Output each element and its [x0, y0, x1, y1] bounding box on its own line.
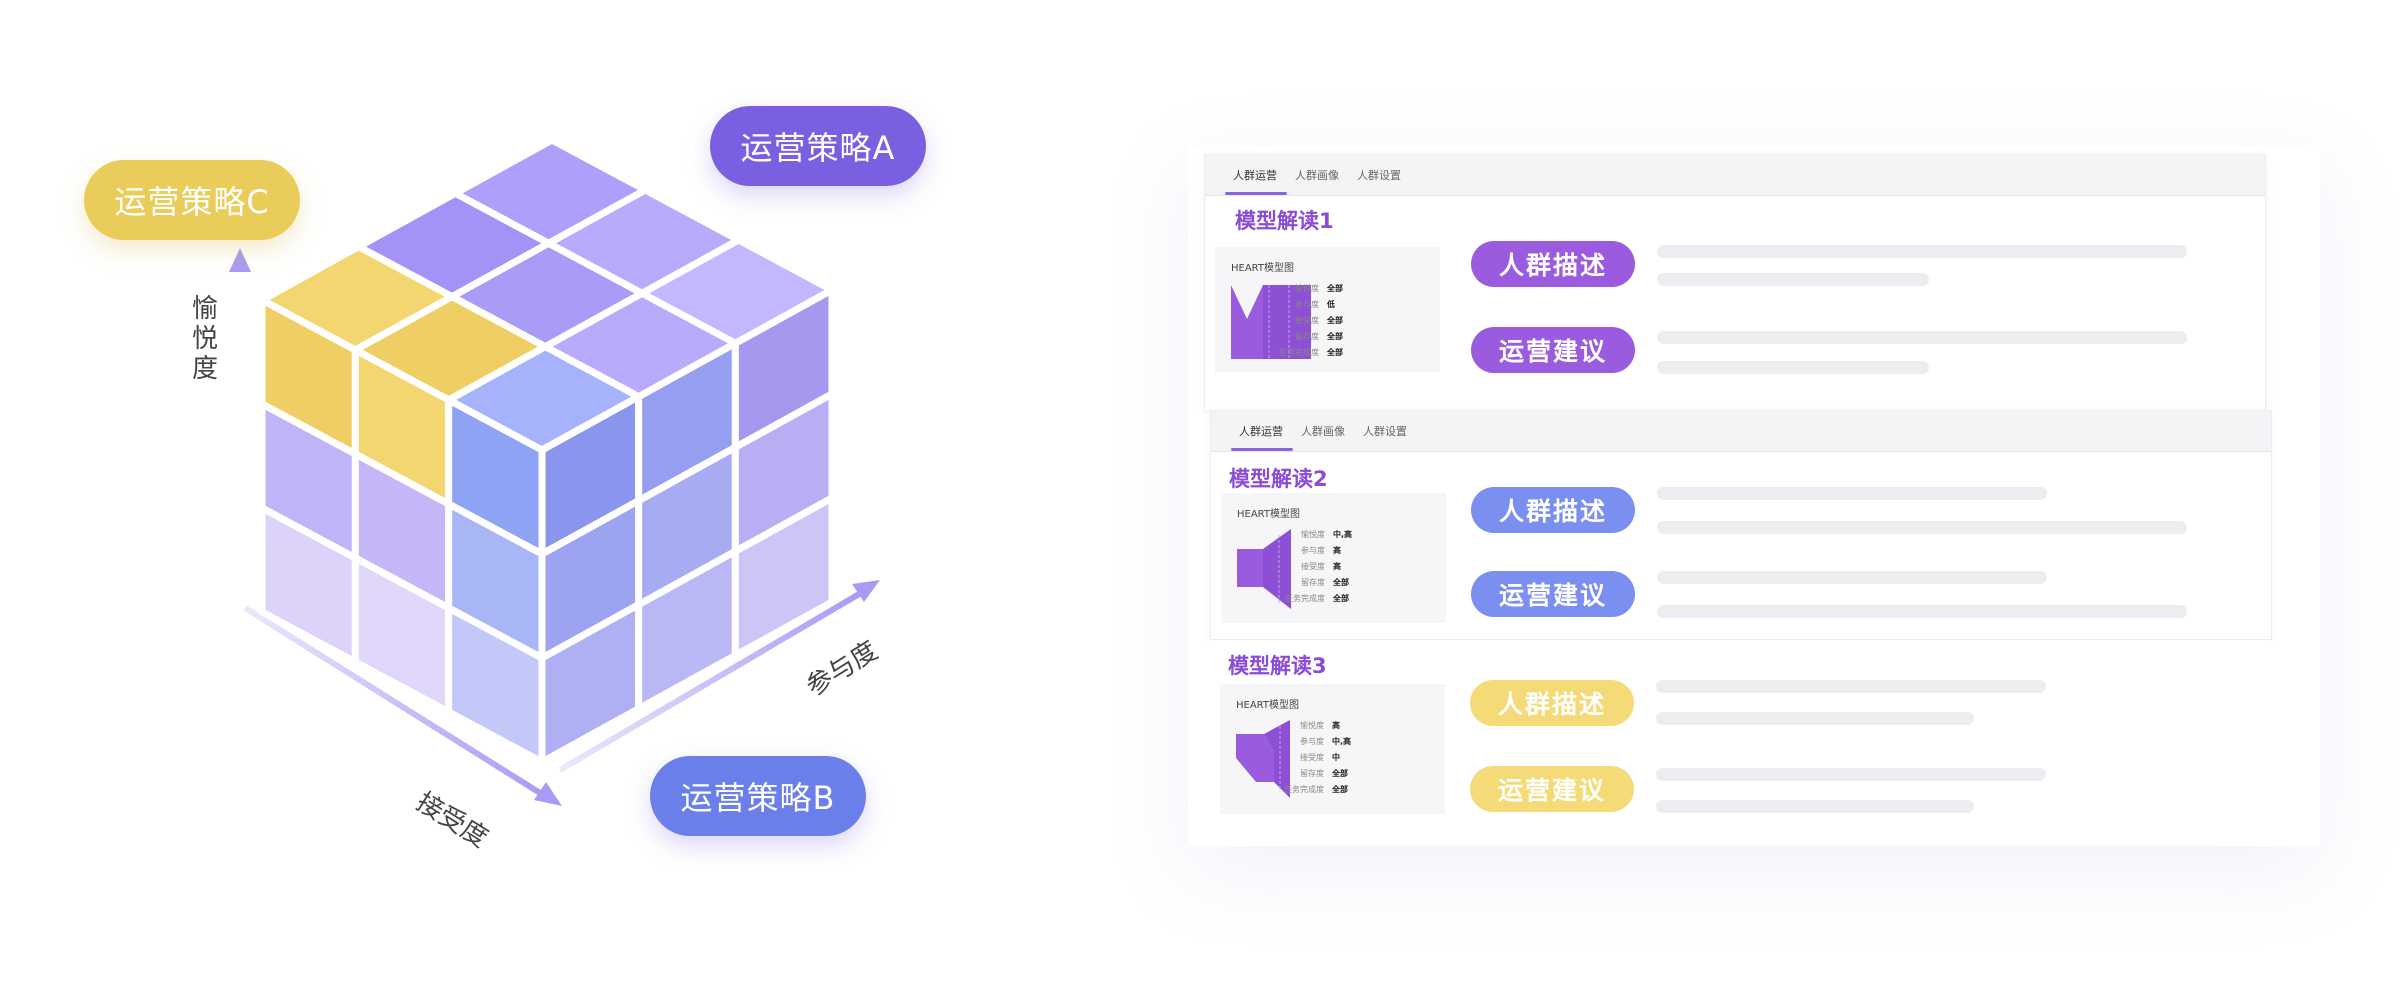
- report-panel: 人群运营 人群画像 人群设置 模型解读1 HEART模型图 愉悦度全部 参与度低…: [1188, 146, 2320, 846]
- metric-row: 留存度全部: [1295, 332, 1343, 341]
- text-placeholder: [1657, 245, 2187, 258]
- tab-crowd-profile[interactable]: 人群画像: [1295, 169, 1339, 182]
- metric-row: 参与度中,高: [1300, 737, 1352, 746]
- model-card-1: 人群运营 人群画像 人群设置 模型解读1 HEART模型图 愉悦度全部 参与度低…: [1204, 154, 2266, 412]
- card-title: 模型解读3: [1228, 654, 1327, 678]
- text-placeholder: [1656, 800, 1974, 813]
- text-placeholder: [1657, 521, 2187, 534]
- heart-shape-icon: [1236, 720, 1290, 798]
- text-placeholder: [1657, 331, 2187, 344]
- metric-row: 留存度全部: [1300, 769, 1348, 778]
- crowd-description-button[interactable]: 人群描述: [1471, 487, 1635, 533]
- chart-title: HEART模型图: [1237, 509, 1301, 520]
- metric-row: 接受度中: [1300, 753, 1340, 762]
- text-placeholder: [1657, 273, 1929, 286]
- model-card-3: 模型解读3 HEART模型图 愉悦度高 参与度中,高 接受度中 留存度全部 任务…: [1210, 640, 2270, 840]
- axis-y-char: 愉: [191, 294, 218, 324]
- text-placeholder: [1657, 487, 2047, 500]
- axes: [229, 248, 880, 806]
- tab-crowd-operation[interactable]: 人群运营: [1233, 169, 1277, 182]
- metric-row: 任务完成度全部: [1279, 348, 1343, 357]
- axis-x-arrow: [534, 782, 562, 806]
- strategy-b-tag: 运营策略B: [650, 756, 866, 836]
- axis-x-line: [243, 605, 550, 801]
- text-placeholder: [1656, 768, 2046, 781]
- cube: [258, 136, 836, 766]
- heart-shape-icon: [1237, 529, 1291, 609]
- heart-model-chart: HEART模型图 愉悦度中,高 参与度高 接受度高 留存度全部 任务完成度全部: [1221, 493, 1446, 623]
- tab-active-indicator: [1231, 448, 1293, 451]
- chart-title: HEART模型图: [1236, 700, 1300, 711]
- operation-suggestion-button[interactable]: 运营建议: [1471, 327, 1635, 373]
- metric-row: 参与度高: [1301, 546, 1341, 555]
- model-card-2: 人群运营 人群画像 人群设置 模型解读2 HEART模型图 愉悦度中,高 参与度…: [1210, 410, 2272, 640]
- cube-right-cell: [731, 494, 836, 659]
- tab-bar: 人群运营 人群画像 人群设置: [1211, 411, 2271, 452]
- metric-row: 留存度全部: [1301, 578, 1349, 587]
- crowd-description-button[interactable]: 人群描述: [1471, 241, 1635, 287]
- strategy-a-tag: 运营策略A: [710, 106, 926, 186]
- axis-y-label: 愉 悦 度: [190, 294, 220, 384]
- card-title: 模型解读2: [1229, 467, 1328, 491]
- metric-row: 接受度高: [1301, 562, 1341, 571]
- metric-row: 愉悦度全部: [1295, 284, 1343, 293]
- axis-z-arrow: [852, 580, 880, 602]
- text-placeholder: [1656, 680, 2046, 693]
- tab-active-indicator: [1225, 192, 1287, 195]
- axis-z-line: [558, 587, 868, 773]
- metric-row: 接受度全部: [1295, 316, 1343, 325]
- tab-crowd-profile[interactable]: 人群画像: [1301, 425, 1345, 438]
- crowd-description-button[interactable]: 人群描述: [1470, 680, 1634, 726]
- operation-suggestion-button[interactable]: 运营建议: [1470, 766, 1634, 812]
- axis-y-arrow: [229, 248, 251, 272]
- operation-suggestion-button[interactable]: 运营建议: [1471, 571, 1635, 617]
- strategy-cube-diagram: [229, 136, 880, 806]
- metric-row: 愉悦度中,高: [1301, 530, 1353, 539]
- text-placeholder: [1657, 361, 1929, 374]
- text-placeholder: [1656, 712, 1974, 725]
- metric-row: 参与度低: [1295, 300, 1335, 309]
- chart-title: HEART模型图: [1231, 263, 1295, 274]
- tab-crowd-operation[interactable]: 人群运营: [1239, 425, 1283, 438]
- card-title: 模型解读1: [1235, 209, 1334, 233]
- heart-shape-icon: [1231, 285, 1311, 359]
- metric-row: 任务完成度全部: [1285, 594, 1349, 603]
- tab-crowd-settings[interactable]: 人群设置: [1357, 169, 1401, 182]
- text-placeholder: [1657, 605, 2187, 618]
- heart-model-chart: HEART模型图 愉悦度高 参与度中,高 接受度中 留存度全部 任务完成度全部: [1220, 684, 1445, 814]
- strategy-c-tag: 运营策略C: [84, 160, 300, 240]
- heart-model-chart: HEART模型图 愉悦度全部 参与度低 接受度全部 留存度全部 任务完成度全部: [1215, 247, 1440, 372]
- metric-row: 愉悦度高: [1300, 721, 1340, 730]
- text-placeholder: [1657, 571, 2047, 584]
- tab-bar: 人群运营 人群画像 人群设置: [1205, 155, 2265, 196]
- axis-y-char: 度: [191, 354, 218, 384]
- tab-crowd-settings[interactable]: 人群设置: [1363, 425, 1407, 438]
- axis-y-char: 悦: [191, 324, 218, 354]
- metric-row: 任务完成度全部: [1284, 785, 1348, 794]
